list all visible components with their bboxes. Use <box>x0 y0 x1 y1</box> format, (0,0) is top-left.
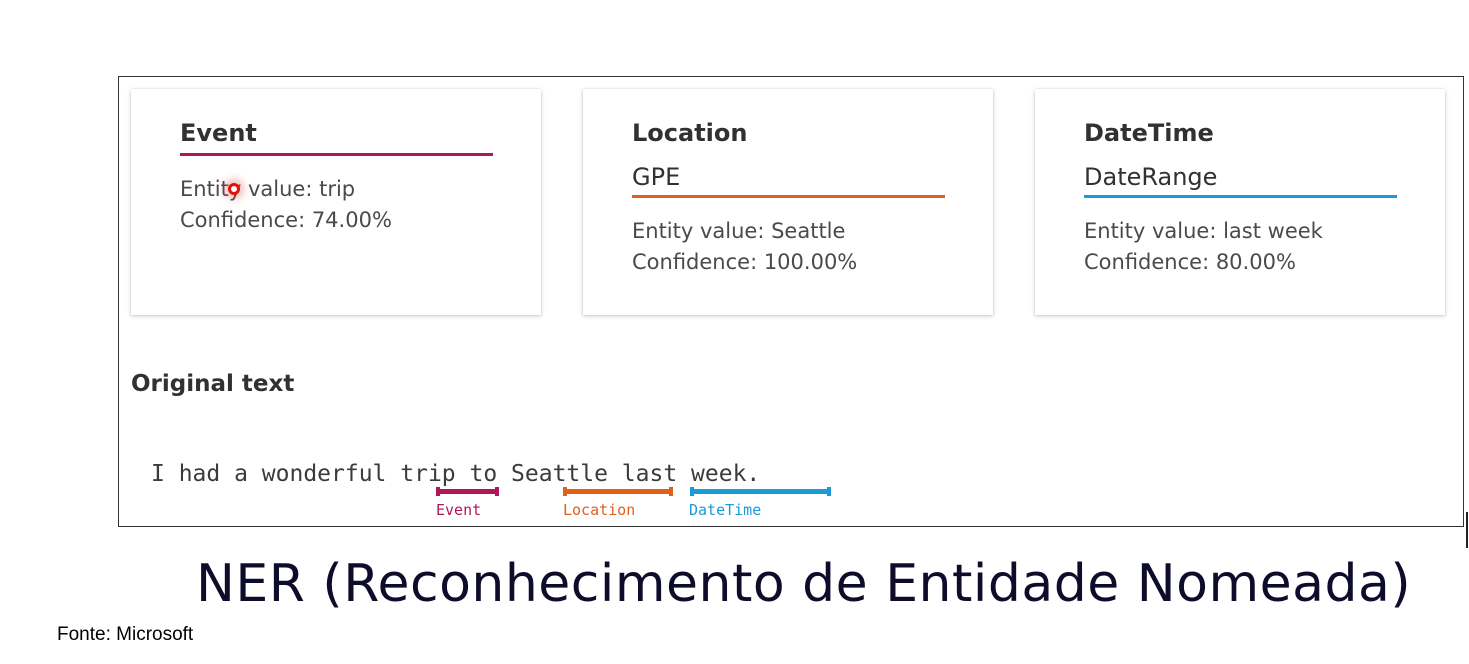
entity-card-datetime: DateTime DateRange Entity value: last we… <box>1035 89 1445 315</box>
source-credit: Fonte: Microsoft <box>57 624 194 645</box>
entity-value: Entity value: last week <box>1084 219 1323 243</box>
original-text-heading: Original text <box>131 371 295 397</box>
ner-result-panel: Event Entity value: trip Confidence: 74.… <box>118 76 1464 527</box>
entity-card-event: Event Entity value: trip Confidence: 74.… <box>131 89 541 315</box>
datetime-span-label: DateTime <box>689 501 762 519</box>
location-span-label: Location <box>563 501 636 519</box>
entity-confidence: Confidence: 80.00% <box>1084 250 1296 274</box>
slide-caption: NER (Reconhecimento de Entidade Nomeada) <box>196 554 1412 614</box>
entity-color-underline <box>632 195 945 198</box>
entity-confidence: Confidence: 74.00% <box>180 208 392 232</box>
entity-card-title: Event <box>180 119 257 147</box>
entity-value: Entity value: Seattle <box>632 219 846 243</box>
entity-subtype: DateRange <box>1084 163 1218 191</box>
entity-card-title: DateTime <box>1084 119 1214 147</box>
entity-card-title: Location <box>632 119 748 147</box>
mouse-click-indicator-icon <box>228 183 240 195</box>
entity-color-underline <box>1084 195 1397 198</box>
event-span-marker <box>436 487 499 496</box>
entity-confidence: Confidence: 100.00% <box>632 250 858 274</box>
divider <box>1466 512 1468 548</box>
entity-value: Entity value: trip <box>180 177 356 201</box>
entity-card-location: Location GPE Entity value: Seattle Confi… <box>583 89 993 315</box>
original-sentence: I had a wonderful trip to Seattle last w… <box>151 461 761 487</box>
event-span-label: Event <box>436 501 482 519</box>
entity-color-underline <box>180 153 493 156</box>
datetime-span-marker <box>690 487 831 496</box>
entity-subtype: GPE <box>632 163 681 191</box>
location-span-marker <box>563 487 673 496</box>
